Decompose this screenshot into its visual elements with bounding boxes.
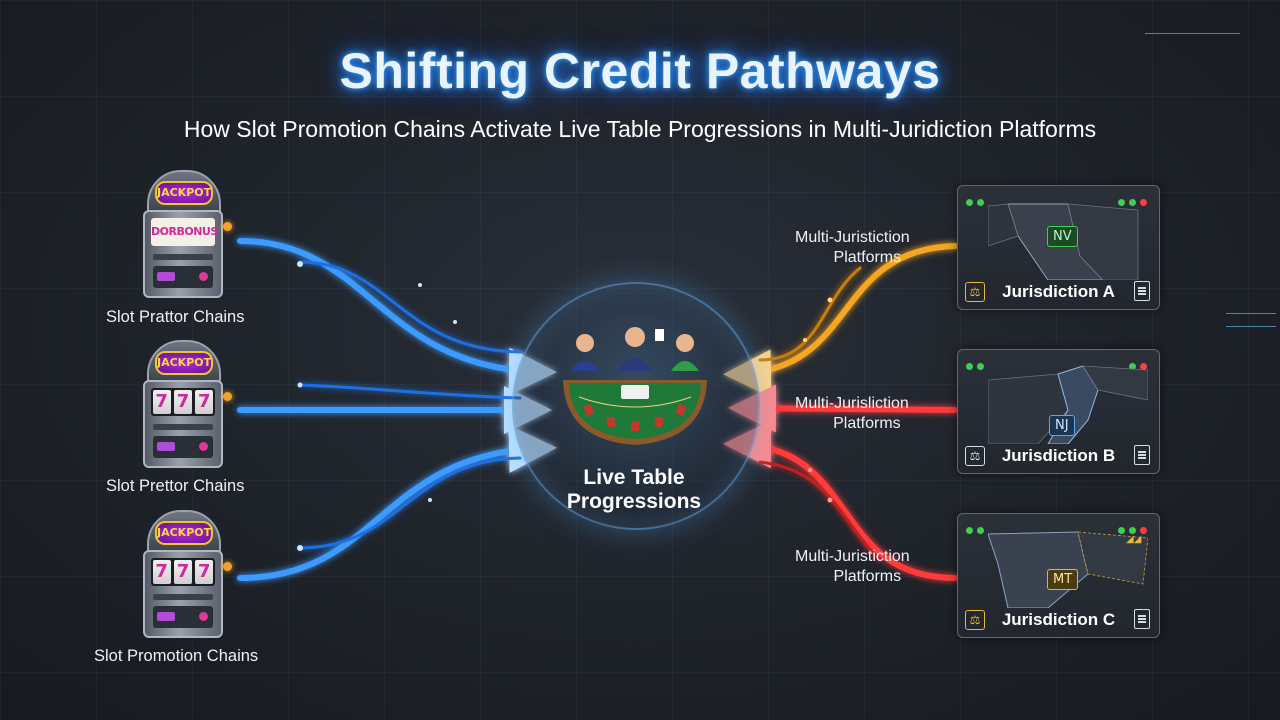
window-status-dots	[1118, 521, 1151, 539]
slot-label-3: Slot Promotion Chains	[94, 647, 259, 665]
platform-label-2: Multi-Jurisliction Platforms	[795, 394, 909, 434]
slot-machine-2: JACKPOT 7 7 7	[140, 340, 232, 468]
slot-machine-1: JACKPOT DORBONUS	[140, 170, 232, 298]
jurisdiction-name: Jurisdiction A	[1002, 282, 1115, 301]
scale-icon: ⚖	[965, 282, 985, 302]
slot-button-panel	[153, 266, 213, 288]
platform-label-line-1: Multi-Juristiction	[795, 229, 910, 246]
slot-button-panel	[153, 606, 213, 628]
flow-line-slot-3-b	[298, 456, 522, 550]
jackpot-sign: JACKPOT	[155, 181, 213, 205]
document-icon[interactable]	[1134, 445, 1150, 465]
page-subtitle: How Slot Promotion Chains Activate Live …	[183, 116, 1097, 142]
slot-button-panel	[153, 436, 213, 458]
slot-button	[157, 442, 175, 451]
slot-topper: JACKPOT	[147, 510, 221, 556]
jackpot-sign: JACKPOT	[155, 521, 213, 545]
slot-lever-icon	[223, 562, 232, 571]
decor-line	[1226, 326, 1276, 327]
slot-tray	[153, 424, 213, 430]
slot-button	[157, 612, 175, 621]
jurisdiction-panel-c[interactable]: MT ◢◢ ⚖ Jurisdiction C	[957, 513, 1160, 638]
slot-reels: 7 7 7	[151, 558, 215, 586]
flow-line-jurisdiction-c	[723, 420, 958, 581]
blackjack-table-icon	[563, 327, 707, 445]
reel-symbol: 7	[195, 390, 214, 414]
state-badge: NV	[1047, 226, 1078, 247]
jurisdiction-panel-a[interactable]: NV ⚖ Jurisdiction A	[957, 185, 1160, 310]
platform-label-line-2: Platforms	[833, 415, 901, 432]
slot-button-round	[199, 272, 208, 281]
window-status-dots	[1129, 357, 1151, 375]
document-icon[interactable]	[1134, 609, 1150, 629]
platform-label-line-2: Platforms	[833, 568, 902, 585]
state-badge: NJ	[1049, 415, 1075, 436]
reel-symbol: 7	[195, 560, 214, 584]
platform-label-line-2: Platforms	[833, 249, 902, 266]
slot-label-2: Slot Prettor Chains	[106, 477, 245, 495]
jurisdiction-panel-b[interactable]: NJ ⚖ Jurisdiction B	[957, 349, 1160, 474]
platform-label-line-1: Multi-Juristiction	[795, 548, 910, 565]
window-status-dots	[1118, 193, 1151, 211]
platform-label-line-1: Multi-Jurisliction	[795, 395, 909, 412]
alert-icons: ◢◢	[1126, 534, 1142, 545]
dealer-figures-icon	[571, 327, 699, 371]
reel-symbol: 7	[152, 390, 171, 414]
platform-label-1: Multi-Juristiction Platforms	[795, 228, 910, 268]
flow-line-slot-1-b	[298, 260, 522, 354]
slot-reels: 7 7 7	[151, 388, 215, 416]
flow-line-slot-3	[237, 424, 557, 581]
reel-symbol: 7	[173, 560, 192, 584]
reel-symbol: 7	[152, 560, 171, 584]
jackpot-sign: JACKPOT	[155, 351, 213, 375]
hub-label-line-2: Progressions	[566, 490, 702, 513]
decor-line	[1226, 313, 1276, 314]
decor-line	[1145, 33, 1240, 34]
flow-line-slot-1	[237, 238, 557, 396]
slot-body: 7 7 7	[143, 380, 223, 468]
window-dots	[966, 521, 988, 539]
slot-tray	[153, 254, 213, 260]
slot-topper: JACKPOT	[147, 170, 221, 216]
slot-label-1: Slot Prattor Chains	[106, 308, 245, 326]
page-title: Shifting Credit Pathways	[339, 43, 941, 99]
jurisdiction-name: Jurisdiction B	[1001, 446, 1116, 465]
state-map-montana-icon	[988, 531, 1148, 608]
slot-body: 7 7 7	[143, 550, 223, 638]
flow-line-jurisdiction-a	[723, 243, 958, 398]
slot-lever-icon	[223, 222, 232, 231]
flow-line-jurisdiction-b	[728, 384, 958, 433]
platform-label-3: Multi-Juristiction Platforms	[795, 547, 910, 587]
slot-machine-3: JACKPOT 7 7 7	[140, 510, 232, 638]
state-badge: MT	[1047, 569, 1079, 590]
hub-label: Live Table Progressions	[512, 466, 756, 514]
scale-icon: ⚖	[965, 610, 985, 630]
slot-tray	[153, 594, 213, 600]
hub-label-line-1: Live Table	[583, 466, 685, 489]
document-icon[interactable]	[1134, 281, 1150, 301]
window-dots	[966, 193, 988, 211]
flow-line-jurisdiction-a-b	[758, 266, 862, 362]
slot-lever-icon	[223, 392, 232, 401]
reel-symbol: 7	[173, 390, 192, 414]
slot-button-round	[199, 612, 208, 621]
jurisdiction-name: Jurisdiction C	[1001, 610, 1116, 629]
window-dots	[966, 357, 988, 375]
slot-reels: DORBONUS	[151, 218, 218, 246]
slot-topper: JACKPOT	[147, 340, 221, 386]
flow-line-slot-2-b	[298, 383, 522, 400]
slot-button	[157, 272, 175, 281]
scale-icon: ⚖	[965, 446, 985, 466]
slot-button-round	[199, 442, 208, 451]
slot-body: DORBONUS	[143, 210, 223, 298]
